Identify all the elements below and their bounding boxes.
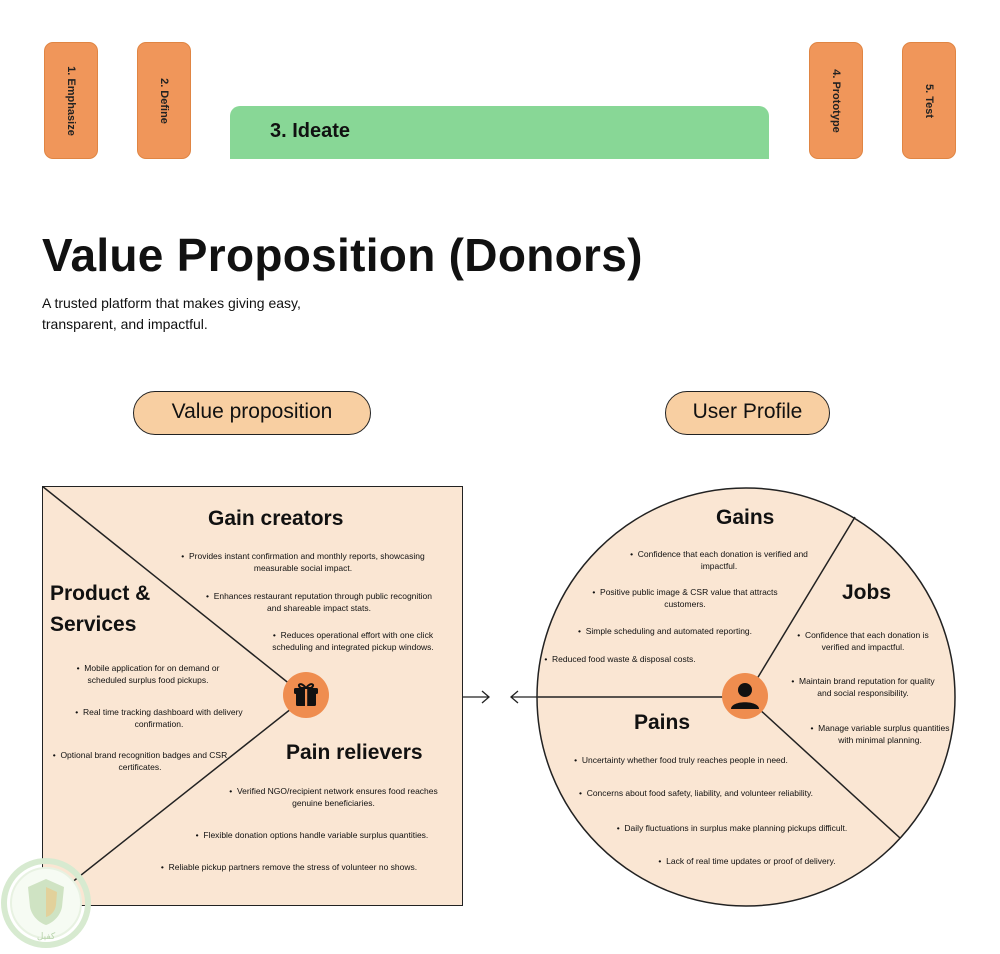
gift-icon [283, 672, 329, 718]
gains-heading: Gains [716, 506, 775, 529]
pains-item: Lack of real time updates or proof of de… [654, 856, 840, 868]
stage-ideate-label: 3. Ideate [270, 120, 351, 142]
gain-creators-heading: Gain creators [208, 507, 344, 530]
products-services-heading-line1: Product & [50, 582, 151, 605]
products-services-heading-line2: Services [50, 613, 137, 636]
pains-heading: Pains [634, 711, 691, 734]
gain-creator-item: Provides instant confirmation and monthl… [158, 551, 448, 574]
stage-ideate-active[interactable]: 3. Ideate [230, 106, 769, 159]
page-subtitle: A trusted platform that makes giving eas… [42, 295, 301, 332]
pain-relievers-heading: Pain relievers [286, 741, 423, 764]
value-proposition-canvas [41, 485, 463, 906]
jobs-item: Confidence that each donation is verifie… [796, 630, 930, 653]
user-profile-tag: User Profile [665, 391, 830, 435]
stage-define[interactable]: 2. Define [137, 42, 191, 159]
pains-item: Daily fluctuations in surplus make plann… [608, 823, 856, 835]
gain-creator-item: Reduces operational effort with one clic… [254, 630, 452, 653]
jobs-heading: Jobs [842, 581, 892, 604]
vp-dividers [41, 485, 306, 906]
gains-item: Confidence that each donation is verifie… [620, 549, 818, 572]
pains-item: Uncertainty whether food truly reaches p… [570, 755, 792, 767]
page-title: Value Proposition (Donors) [42, 229, 643, 281]
gain-creator-item: Enhances restaurant reputation through p… [205, 591, 433, 614]
stage-test[interactable]: 5. Test [902, 42, 956, 159]
jobs-item: Manage variable surplus quantities with … [810, 723, 950, 746]
watermark-logo: كفيل [0, 857, 92, 949]
product-service-item: Real time tracking dashboard with delive… [56, 707, 262, 730]
pain-reliever-item: Reliable pickup partners remove the stre… [140, 862, 438, 874]
user-icon [722, 673, 768, 719]
jobs-item: Maintain brand reputation for quality an… [786, 676, 940, 699]
product-service-item: Mobile application for on demand or sche… [58, 663, 238, 686]
gains-item: Reduced food waste & disposal costs. [540, 654, 700, 666]
product-service-item: Optional brand recognition badges and CS… [50, 750, 230, 773]
jobs-pains-divider [745, 696, 901, 839]
stage-prototype[interactable]: 4. Prototype [809, 42, 863, 159]
pains-item: Concerns about food safety, liability, a… [572, 788, 820, 800]
products-services-heading: Product & Services [50, 578, 150, 640]
value-proposition-tag: Value proposition [133, 391, 371, 435]
gains-jobs-divider [745, 516, 856, 698]
watermark-text: كفيل [37, 932, 56, 942]
gains-item: Positive public image & CSR value that a… [586, 587, 784, 610]
pain-reliever-item: Verified NGO/recipient network ensures f… [226, 786, 441, 809]
gains-item: Simple scheduling and automated reportin… [570, 626, 760, 638]
vp-arrowhead-right [481, 690, 490, 704]
pain-reliever-item: Flexible donation options handle variabl… [174, 830, 450, 842]
stage-emphasize[interactable]: 1. Emphasize [44, 42, 98, 159]
